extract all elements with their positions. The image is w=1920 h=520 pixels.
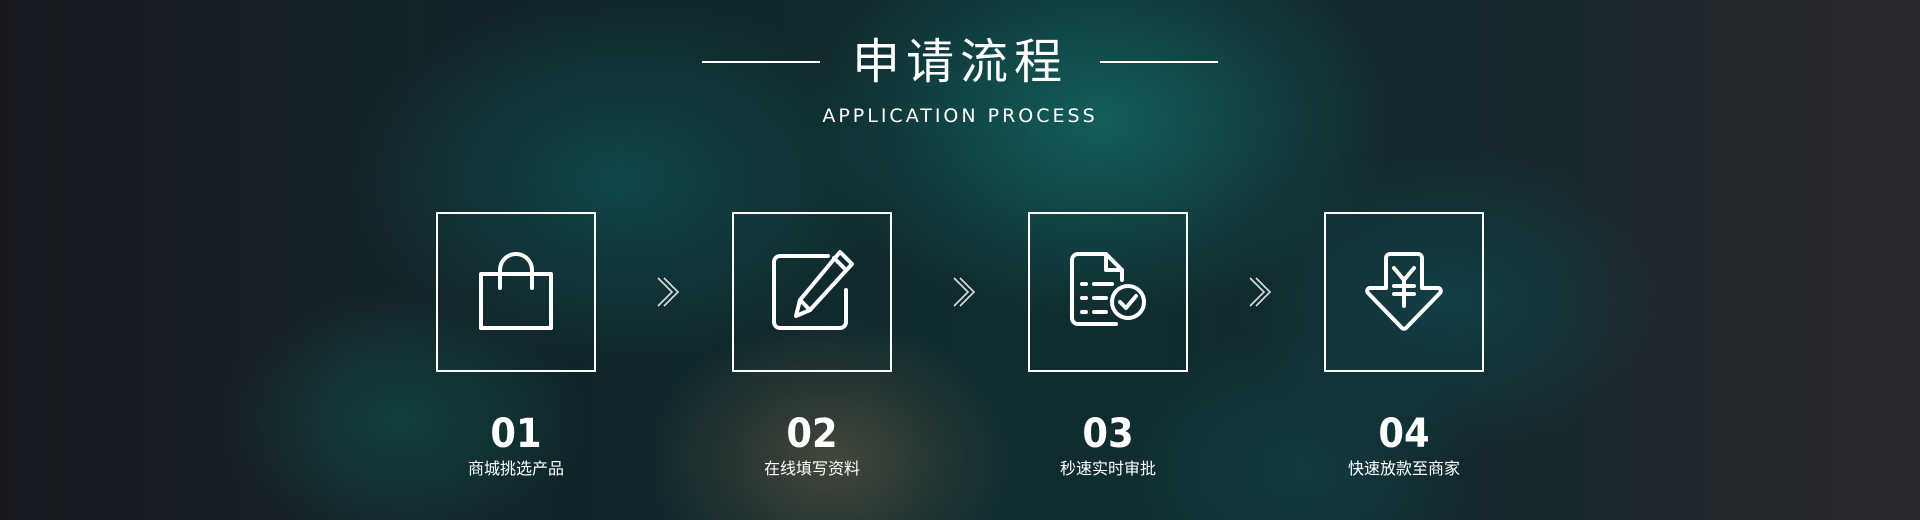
step-4-text: 04 快速放款至商家 bbox=[1294, 412, 1514, 480]
step-label: 秒速实时审批 bbox=[1059, 459, 1156, 478]
step-label: 快速放款至商家 bbox=[1347, 459, 1460, 478]
step-number: 02 bbox=[786, 411, 838, 457]
chevron-right-icon bbox=[657, 277, 680, 307]
step-label: 商城挑选产品 bbox=[467, 459, 564, 478]
step-1-card[interactable] bbox=[436, 212, 596, 372]
step-4-card[interactable] bbox=[1324, 212, 1484, 372]
section-header: 申请流程 APPLICATION PROCESS bbox=[0, 30, 1920, 128]
step-3-text: 03 秒速实时审批 bbox=[998, 412, 1218, 480]
step-label: 在线填写资料 bbox=[763, 459, 860, 478]
title-left-line bbox=[701, 61, 820, 63]
edit-form-icon bbox=[772, 250, 854, 330]
title-row: 申请流程 bbox=[0, 30, 1920, 94]
shopping-bag-icon bbox=[479, 252, 553, 330]
step-number: 03 bbox=[1082, 411, 1134, 457]
yuan-download-icon bbox=[1365, 252, 1443, 331]
step-3-card[interactable] bbox=[1028, 212, 1188, 372]
title-right-line bbox=[1100, 61, 1218, 63]
step-number: 01 bbox=[490, 411, 542, 457]
step-2-card[interactable] bbox=[732, 212, 892, 372]
step-2-text: 02 在线填写资料 bbox=[702, 412, 922, 480]
document-approved-icon bbox=[1070, 252, 1146, 326]
chevron-right-icon bbox=[1249, 277, 1272, 307]
section-title: 申请流程 bbox=[851, 34, 1068, 90]
chevron-right-icon bbox=[953, 277, 976, 307]
section-subtitle: APPLICATION PROCESS bbox=[822, 105, 1098, 127]
step-1-text: 01 商城挑选产品 bbox=[406, 412, 626, 480]
step-number: 04 bbox=[1378, 411, 1430, 457]
